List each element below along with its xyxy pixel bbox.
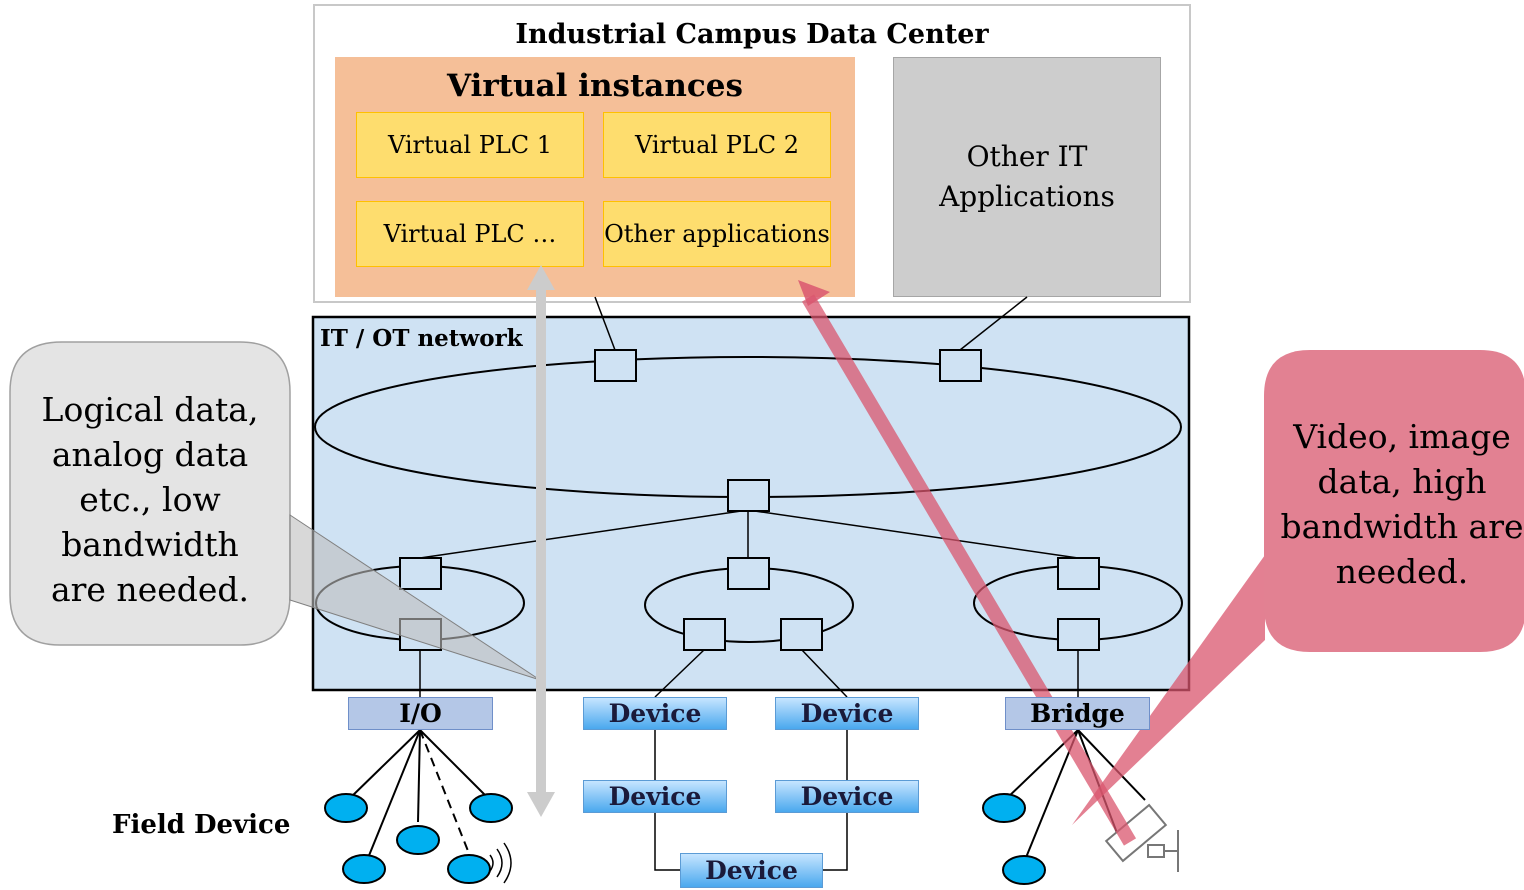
device-box[interactable]: Device: [583, 780, 727, 813]
low-bandwidth-callout-pointer: [289, 514, 541, 681]
field-device-label: Field Device: [112, 810, 291, 840]
low-bandwidth-callout: [9, 341, 291, 646]
data-center-title: Industrial Campus Data Center: [515, 18, 989, 50]
switch: [780, 618, 823, 651]
high-bandwidth-arrow: [798, 280, 1137, 846]
network-label: IT / OT network: [320, 325, 523, 352]
switch: [939, 349, 982, 382]
low-bandwidth-callout-text: Logical data, analog data etc., low band…: [41, 389, 259, 609]
device-box[interactable]: Device: [775, 697, 919, 730]
field-device[interactable]: [469, 793, 513, 823]
virtual-plc-2[interactable]: Virtual PLC 2: [603, 112, 831, 178]
high-bandwidth-callout: [1264, 350, 1524, 652]
virtual-plc-more[interactable]: Virtual PLC …: [356, 201, 584, 267]
device-box[interactable]: Device: [775, 780, 919, 813]
field-device-links: [347, 729, 1146, 861]
switch: [1057, 618, 1100, 651]
switch: [727, 557, 770, 590]
switch: [399, 557, 442, 590]
field-device[interactable]: [1002, 855, 1046, 885]
other-applications[interactable]: Other applications: [603, 201, 831, 267]
wireless-signal-icon: [489, 842, 512, 884]
camera-icon[interactable]: [1104, 803, 1179, 872]
field-device[interactable]: [447, 854, 491, 884]
switch: [1057, 557, 1100, 590]
switch: [594, 349, 637, 382]
virtual-plc-1[interactable]: Virtual PLC 1: [356, 112, 584, 178]
io-module[interactable]: I/O: [348, 697, 493, 730]
field-devices: [324, 793, 1046, 885]
network-links: [419, 296, 1079, 871]
device-box[interactable]: Device: [583, 697, 727, 730]
field-device[interactable]: [982, 793, 1026, 823]
virtual-instances-title: Virtual instances: [447, 68, 743, 104]
high-bandwidth-callout-pointer: [1072, 555, 1265, 825]
device-box[interactable]: Device: [680, 853, 823, 888]
switch: [683, 618, 726, 651]
bridge-box[interactable]: Bridge: [1005, 697, 1150, 730]
high-bandwidth-callout-text: Video, image data, high bandwidth are ne…: [1280, 417, 1524, 591]
switch: [727, 479, 770, 512]
field-device[interactable]: [396, 825, 440, 855]
low-bandwidth-arrow: [527, 265, 555, 817]
other-it-applications[interactable]: Other IT Applications: [893, 57, 1161, 297]
field-device[interactable]: [342, 854, 386, 884]
field-device[interactable]: [324, 793, 368, 823]
